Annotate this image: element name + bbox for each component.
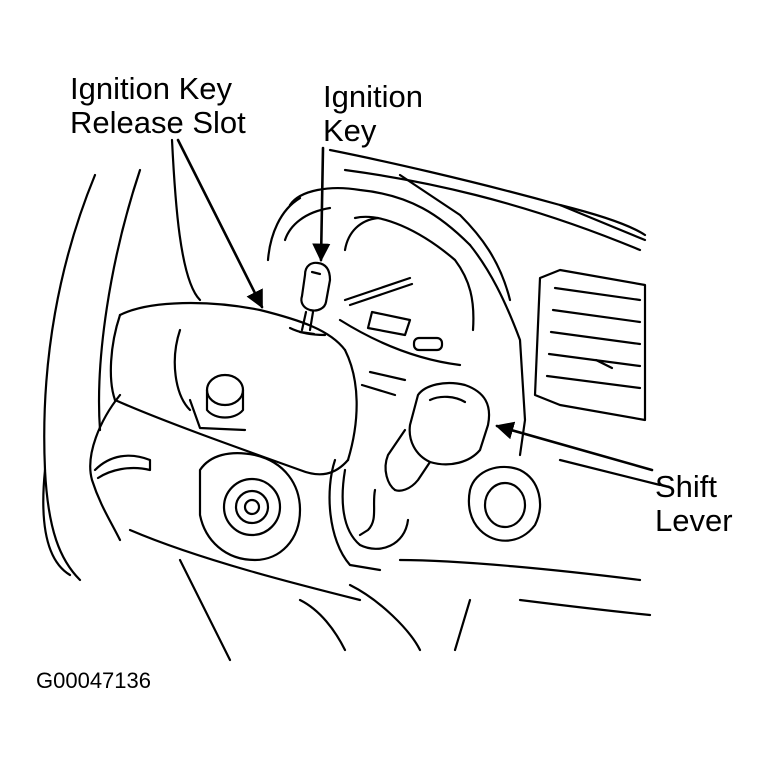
shift-lever xyxy=(328,370,491,572)
steering-column xyxy=(89,301,362,602)
figure-id: G00047136 xyxy=(36,668,151,693)
ignition-key xyxy=(288,261,332,337)
shift-lever-arrow xyxy=(495,421,654,472)
air-vent xyxy=(533,268,647,422)
release-slot-label: Ignition Key Release Slot xyxy=(70,72,246,140)
shift-lever-label-line-2: Lever xyxy=(655,503,733,538)
ignition-key-label-line-2: Key xyxy=(323,113,377,148)
right-knob xyxy=(467,465,542,542)
left-trim xyxy=(42,138,202,582)
shift-lever-label-line-1: Shift xyxy=(655,469,718,504)
ignition-key-label: Ignition Key xyxy=(323,80,423,148)
ignition-key-label-line-1: Ignition xyxy=(323,79,423,114)
leader-arrows xyxy=(176,138,654,472)
release-slot-label-line-2: Release Slot xyxy=(70,105,246,140)
release-slot-arrow xyxy=(176,138,264,309)
lower-dash xyxy=(348,458,662,652)
instrument-cluster xyxy=(266,187,475,367)
dashboard-top xyxy=(328,148,647,457)
ignition-key-arrow xyxy=(312,146,331,262)
shift-lever-label: Shift Lever xyxy=(655,470,733,538)
center-console xyxy=(178,452,347,662)
release-slot-label-line-1: Ignition Key xyxy=(70,71,232,106)
